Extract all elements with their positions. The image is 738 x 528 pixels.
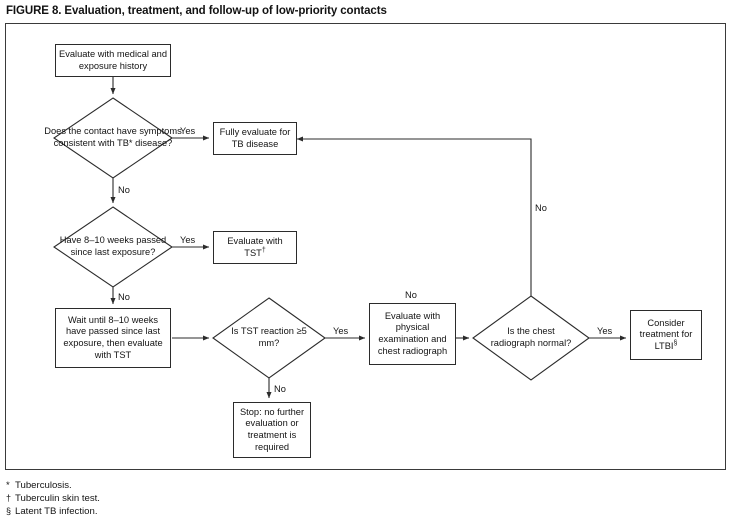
node-stop-no-further[interactable]: Stop: no further evaluation or treatment…	[233, 402, 311, 458]
node-stop-no-further-label: Stop: no further evaluation or treatment…	[239, 406, 305, 452]
footnote-dagger-mark: †	[6, 493, 12, 504]
node-wait-until[interactable]: Wait until 8–10 weeks have passed since …	[55, 308, 171, 368]
edge-label-tst-no: No	[274, 384, 286, 394]
node-physical-exam[interactable]: Evaluate with physical examination and c…	[369, 303, 456, 365]
node-evaluate-tst-label: Evaluate with TST†	[227, 235, 283, 258]
node-fully-evaluate-label: Fully evaluate for TB disease	[219, 126, 291, 149]
footnotes: * Tuberculosis. †Tuberculin skin test. §L…	[6, 479, 100, 519]
footnote-asterisk-text: Tuberculosis.	[15, 480, 72, 491]
footnote-section-mark: §	[6, 506, 12, 517]
dagger-superscript: †	[261, 246, 266, 254]
footnote-asterisk: * Tuberculosis.	[6, 479, 100, 492]
footnote-asterisk-mark: *	[6, 480, 10, 491]
node-fully-evaluate[interactable]: Fully evaluate for TB disease	[213, 122, 297, 155]
edge-label-symptoms-no: No	[118, 185, 130, 195]
edge-label-weeks-yes: Yes	[180, 235, 196, 245]
node-evaluate-tst[interactable]: Evaluate with TST†	[213, 231, 297, 264]
edge-label-tst-yes: Yes	[333, 326, 349, 336]
edge-label-radiograph-no: No	[535, 203, 547, 213]
edge-label-exam-no: No	[405, 290, 417, 300]
footnote-dagger-text: Tuberculin skin test.	[15, 493, 100, 505]
footnote-dagger: †Tuberculin skin test.	[6, 492, 100, 505]
edge-label-symptoms-yes: Yes	[180, 126, 196, 136]
node-consider-treatment[interactable]: Consider treatment for LTBI§	[630, 310, 702, 360]
node-physical-exam-label: Evaluate with physical examination and c…	[377, 310, 448, 356]
section-superscript: §	[673, 339, 678, 347]
footnote-section: §Latent TB infection.	[6, 505, 100, 518]
footnote-section-text: Latent TB infection.	[15, 506, 98, 518]
node-evaluate-history[interactable]: Evaluate with medical and exposure histo…	[55, 44, 171, 77]
figure-border	[5, 23, 726, 470]
edge-label-radiograph-yes: Yes	[597, 326, 613, 336]
edge-label-weeks-no: No	[118, 292, 130, 302]
node-wait-until-label: Wait until 8–10 weeks have passed since …	[63, 314, 163, 360]
node-evaluate-history-label: Evaluate with medical and exposure histo…	[59, 48, 168, 71]
node-consider-treatment-label: Consider treatment for LTBI§	[639, 317, 693, 351]
page-title: FIGURE 8. Evaluation, treatment, and fol…	[6, 5, 387, 17]
